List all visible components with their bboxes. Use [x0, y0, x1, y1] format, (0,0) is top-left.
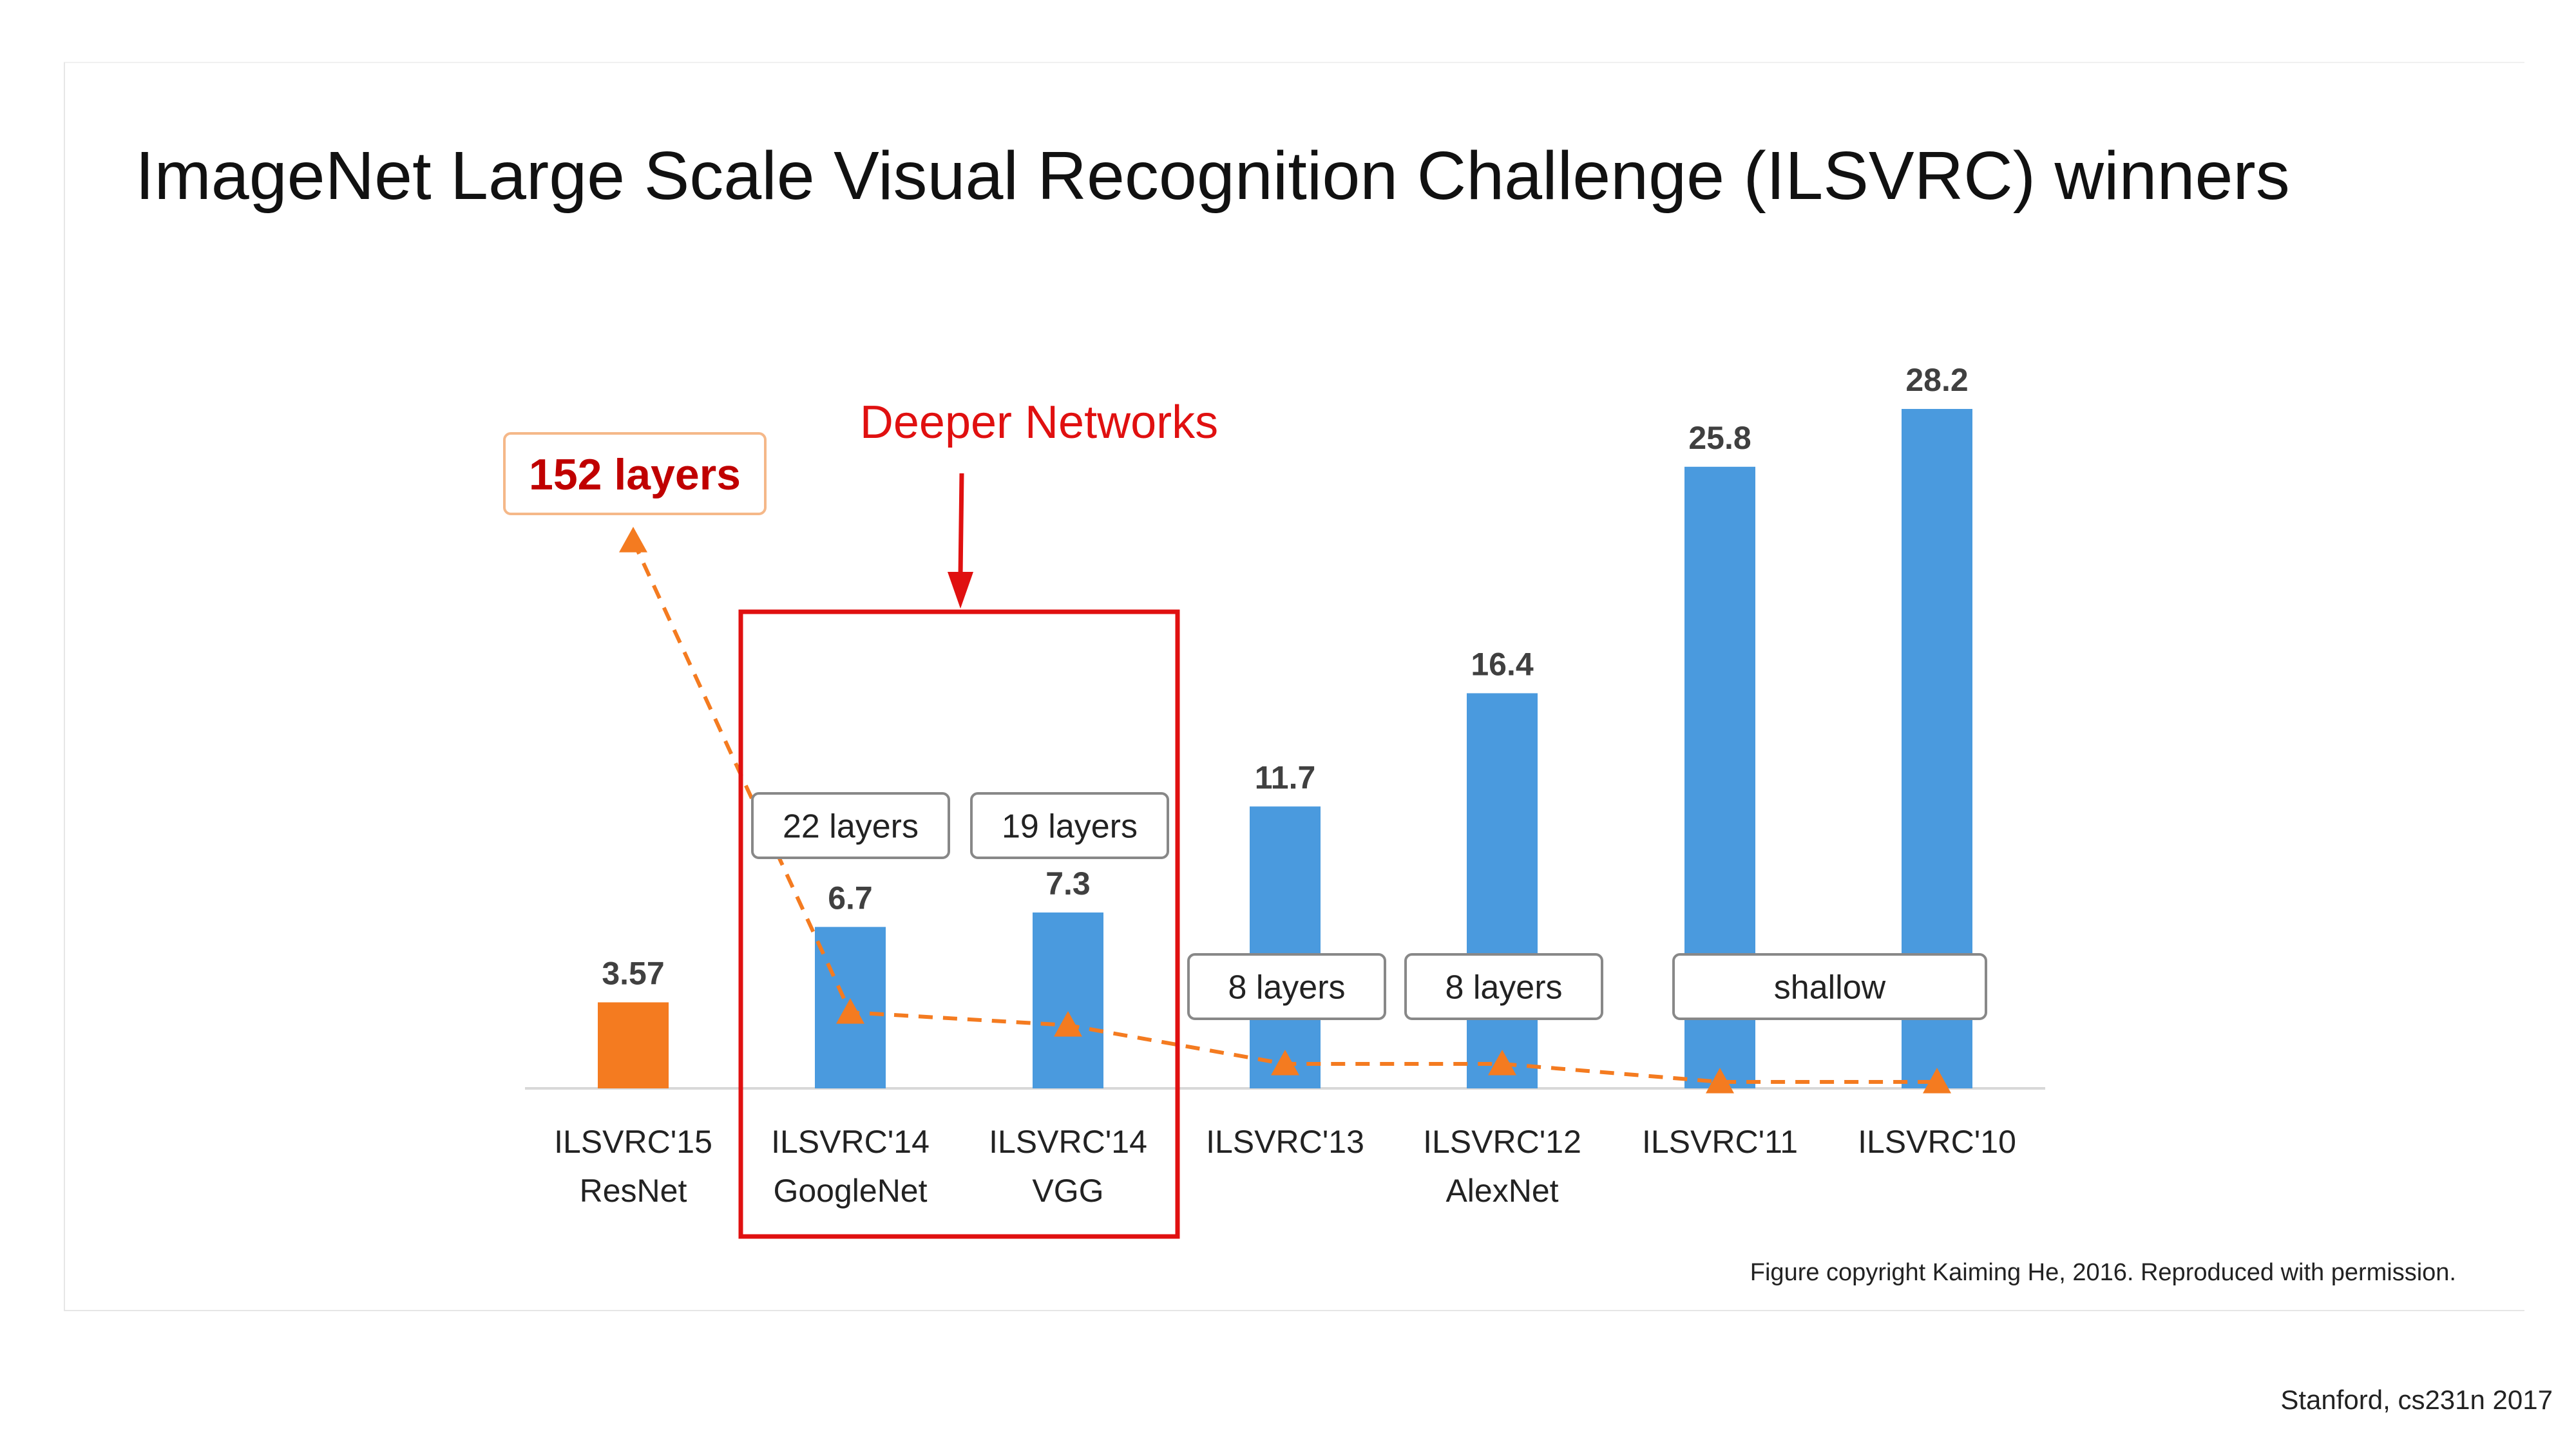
highlight-box: [738, 609, 1180, 1239]
layer-box-5: [1672, 953, 1987, 1020]
tick-label-2-0: ILSVRC'14: [989, 1124, 1147, 1160]
depth-marker-4: [1488, 1050, 1516, 1075]
bar-0: [598, 1002, 669, 1088]
value-label-4: 16.4: [1471, 646, 1534, 682]
highlight-arrow-head: [948, 572, 973, 609]
tick-label-4-0: ILSVRC'12: [1423, 1124, 1581, 1160]
bar-3: [1250, 806, 1321, 1088]
tick-label-1-1: GoogleNet: [773, 1173, 927, 1209]
depth-marker-1: [836, 998, 864, 1024]
value-label-3: 11.7: [1255, 759, 1316, 795]
highlight-label: Deeper Networks: [860, 397, 1218, 448]
layer-label-0: 152 layers: [529, 450, 741, 499]
depth-marker-0: [619, 527, 647, 553]
tick-label-1-0: ILSVRC'14: [771, 1124, 930, 1160]
value-label-2: 7.3: [1045, 866, 1091, 902]
layer-box-1: [751, 792, 950, 859]
tick-label-4-1: AlexNet: [1445, 1173, 1558, 1209]
layer-box-4: [1404, 953, 1603, 1020]
depth-marker-6: [1923, 1068, 1951, 1094]
layer-box-0: [503, 432, 767, 515]
value-label-6: 28.2: [1905, 362, 1968, 398]
layer-label-1: 22 layers: [783, 808, 919, 846]
value-label-5: 25.8: [1688, 420, 1751, 456]
depth-marker-5: [1706, 1068, 1734, 1094]
tick-label-3-0: ILSVRC'13: [1206, 1124, 1364, 1160]
layer-label-4: 8 layers: [1445, 969, 1562, 1007]
tick-label-2-1: VGG: [1032, 1173, 1103, 1209]
tick-label-0-0: ILSVRC'15: [554, 1124, 712, 1160]
depth-marker-3: [1271, 1050, 1299, 1075]
layer-box-2: [970, 792, 1169, 859]
slide-title: ImageNet Large Scale Visual Recognition …: [135, 138, 2290, 214]
highlight-arrow-shaft: [958, 473, 964, 577]
tick-label-6-0: ILSVRC'10: [1858, 1124, 2016, 1160]
layer-label-2: 19 layers: [1002, 808, 1138, 846]
course-label: Stanford, cs231n 2017: [2280, 1385, 2553, 1415]
depth-marker-2: [1054, 1011, 1082, 1037]
value-label-0: 3.57: [602, 955, 664, 991]
bar-4: [1467, 693, 1538, 1088]
layer-label-5: shallow: [1774, 969, 1886, 1007]
slide-frame: [64, 62, 2524, 1311]
figure-copyright: Figure copyright Kaiming He, 2016. Repro…: [1750, 1259, 2456, 1286]
value-label-1: 6.7: [828, 880, 873, 916]
layer-label-3: 8 layers: [1228, 969, 1345, 1007]
tick-label-5-0: ILSVRC'11: [1642, 1124, 1798, 1160]
layer-box-3: [1187, 953, 1386, 1020]
bar-2: [1033, 912, 1103, 1088]
tick-label-0-1: ResNet: [580, 1173, 687, 1209]
